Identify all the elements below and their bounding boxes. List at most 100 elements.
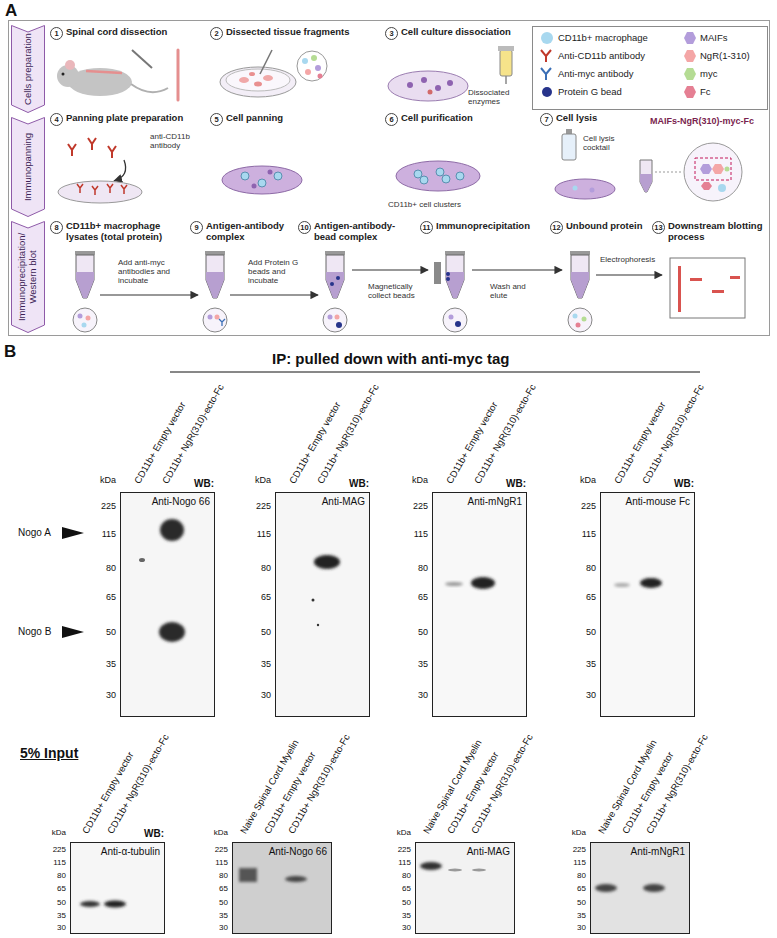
blot-bands xyxy=(159,622,185,642)
blot-membrane: WB:Anti-MAG xyxy=(275,492,370,717)
culture-dish xyxy=(498,46,514,51)
lane-label: CD11b+ Empty vector xyxy=(133,400,189,486)
zoom-circles xyxy=(443,308,467,332)
purified-dish xyxy=(436,168,444,176)
blot-membrane: WB:Anti-Nogo 66 xyxy=(120,492,215,717)
culture-dish xyxy=(407,82,413,88)
mw-marker: 30 xyxy=(106,690,116,700)
zoom-circles xyxy=(568,308,592,332)
mw-marker: kDa xyxy=(580,475,596,485)
purified-dish xyxy=(414,170,422,178)
step-title: Spinal cord dissection xyxy=(66,27,206,38)
blot-bands xyxy=(70,842,165,934)
tissue-dish xyxy=(311,55,317,61)
step-number: 13 xyxy=(652,221,665,234)
nogo-arrowheads xyxy=(62,626,84,638)
culture-dish xyxy=(421,77,427,83)
mw-marker: 35 xyxy=(586,659,596,669)
antibody-name: Anti-mNgR1 xyxy=(631,846,685,858)
panel-heading: 5% Input xyxy=(20,745,78,761)
tube-drawings xyxy=(446,255,464,298)
blot-bands xyxy=(420,862,442,870)
mw-marker: 225 xyxy=(581,501,596,511)
ip-title-rule xyxy=(170,372,700,373)
mw-marker: 225 xyxy=(101,501,116,511)
step-title: Dissected tissue fragments xyxy=(226,27,381,38)
mw-marker: 225 xyxy=(398,845,411,854)
tissue-dish xyxy=(305,69,311,75)
panel-heading: IP: pulled down with anti-myc tag xyxy=(272,350,510,367)
blot-bands xyxy=(232,842,332,934)
tissue-dish xyxy=(220,50,327,97)
lysis-drawing xyxy=(695,158,731,180)
blot-bands xyxy=(643,884,665,892)
legend-text: NgR(1-310) xyxy=(700,51,750,62)
zoom-circles xyxy=(323,308,347,332)
mouse-drawing xyxy=(177,50,180,100)
legend-antibody-icons xyxy=(541,68,551,80)
blot-bands xyxy=(312,599,315,602)
mw-marker: 35 xyxy=(402,911,411,920)
blot-bands xyxy=(70,492,695,934)
mouse-drawing xyxy=(131,84,168,92)
mw-marker: 50 xyxy=(586,627,596,637)
culture-dish xyxy=(428,90,433,95)
zoom-circles xyxy=(86,316,91,321)
step-note: Dissociated enzymes xyxy=(468,88,526,106)
step-title: CD11b+ macrophage lysates (total protein… xyxy=(66,221,178,243)
panning-dish xyxy=(258,179,266,187)
ip-title-rule xyxy=(170,372,700,373)
step-note: anti-CD11b antibody xyxy=(150,132,205,150)
mw-marker: kDa xyxy=(214,828,228,837)
step-number: 10 xyxy=(298,221,311,234)
tube-drawings xyxy=(75,251,95,255)
tube-drawings xyxy=(570,251,590,255)
panning-plate xyxy=(77,184,83,193)
tube-drawings xyxy=(76,272,94,298)
tube-drawings xyxy=(326,255,344,298)
tube-drawings xyxy=(206,255,224,298)
mw-marker: 115 xyxy=(582,529,596,539)
mw-marker: 225 xyxy=(573,845,586,854)
complex-label: MAIFs-NgR(310)-myc-Fc xyxy=(650,116,768,126)
tube-drawings xyxy=(434,262,441,284)
tissue-dish xyxy=(297,51,327,81)
blot-bands xyxy=(590,842,690,934)
legend-text: Anti-myc antibody xyxy=(558,69,634,80)
mw-marker: 80 xyxy=(57,871,66,880)
legend-text: Protein G bead xyxy=(558,87,622,98)
zoom-circles xyxy=(328,315,333,320)
lysis-drawing xyxy=(655,172,682,173)
mw-marker: 50 xyxy=(219,898,228,907)
panning-plate xyxy=(121,185,127,194)
zoom-circles xyxy=(455,321,461,327)
step-title: Immunoprecipitation xyxy=(436,221,546,232)
mw-marker: 80 xyxy=(402,871,411,880)
step-number: 12 xyxy=(550,221,563,234)
step-title: Cell lysis xyxy=(556,113,616,124)
mw-marker: 115 xyxy=(257,529,271,539)
antibody-name: Anti-MAG xyxy=(322,496,365,508)
blot-bands xyxy=(448,869,462,872)
step-note: CD11b+ cell clusters xyxy=(388,200,508,209)
panning-dish xyxy=(222,166,302,194)
mw-marker: 35 xyxy=(577,911,586,920)
panning-plate xyxy=(58,138,142,203)
zoom-circles xyxy=(582,317,587,322)
blot-bands xyxy=(275,492,370,717)
mw-marker: 80 xyxy=(586,563,596,573)
blot-bands xyxy=(139,558,145,562)
step-number: 8 xyxy=(50,221,63,234)
mw-marker: 35 xyxy=(219,911,228,920)
lane-label: CD11b+ Empty vector xyxy=(445,400,501,486)
legend-antibody-icons xyxy=(541,50,551,80)
tube-drawings xyxy=(206,272,224,298)
lysis-drawing xyxy=(712,164,724,174)
blot-bands xyxy=(432,492,527,717)
lysis-drawing xyxy=(701,182,712,190)
blot-bands xyxy=(472,869,486,872)
purified-dish xyxy=(456,172,464,180)
zoom-circles xyxy=(73,308,592,332)
